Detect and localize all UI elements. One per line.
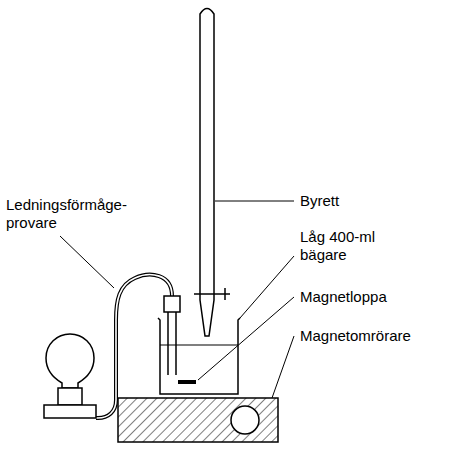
- stirrer-knob: [231, 406, 259, 434]
- magnetic-flea: [178, 380, 196, 384]
- cable: [96, 275, 172, 418]
- part-label: Magnetloppa: [300, 288, 450, 306]
- leader-line: [60, 236, 114, 288]
- bulb-glass: [46, 334, 94, 388]
- leader-line: [198, 297, 294, 380]
- cable-inner: [96, 275, 172, 418]
- electrode: [175, 312, 177, 375]
- electrode-head: [164, 296, 180, 312]
- leader-line: [215, 201, 294, 202]
- leader-line: [240, 256, 294, 318]
- leader-line: [272, 336, 294, 398]
- liquid-level: [160, 344, 238, 345]
- bulb-socket: [58, 388, 82, 405]
- part-label: Ledningsförmåge- provare: [6, 196, 146, 232]
- bulb-foot: [44, 405, 96, 418]
- part-label: Byrett: [300, 192, 450, 210]
- beaker: [158, 318, 240, 394]
- stopcock-handle: [224, 288, 226, 300]
- burette: [200, 9, 214, 337]
- stirrer-body: [118, 398, 278, 442]
- part-label: Låg 400-ml bägare: [300, 228, 405, 264]
- part-label: Magnetomrörare: [300, 327, 450, 345]
- electrode: [167, 312, 169, 375]
